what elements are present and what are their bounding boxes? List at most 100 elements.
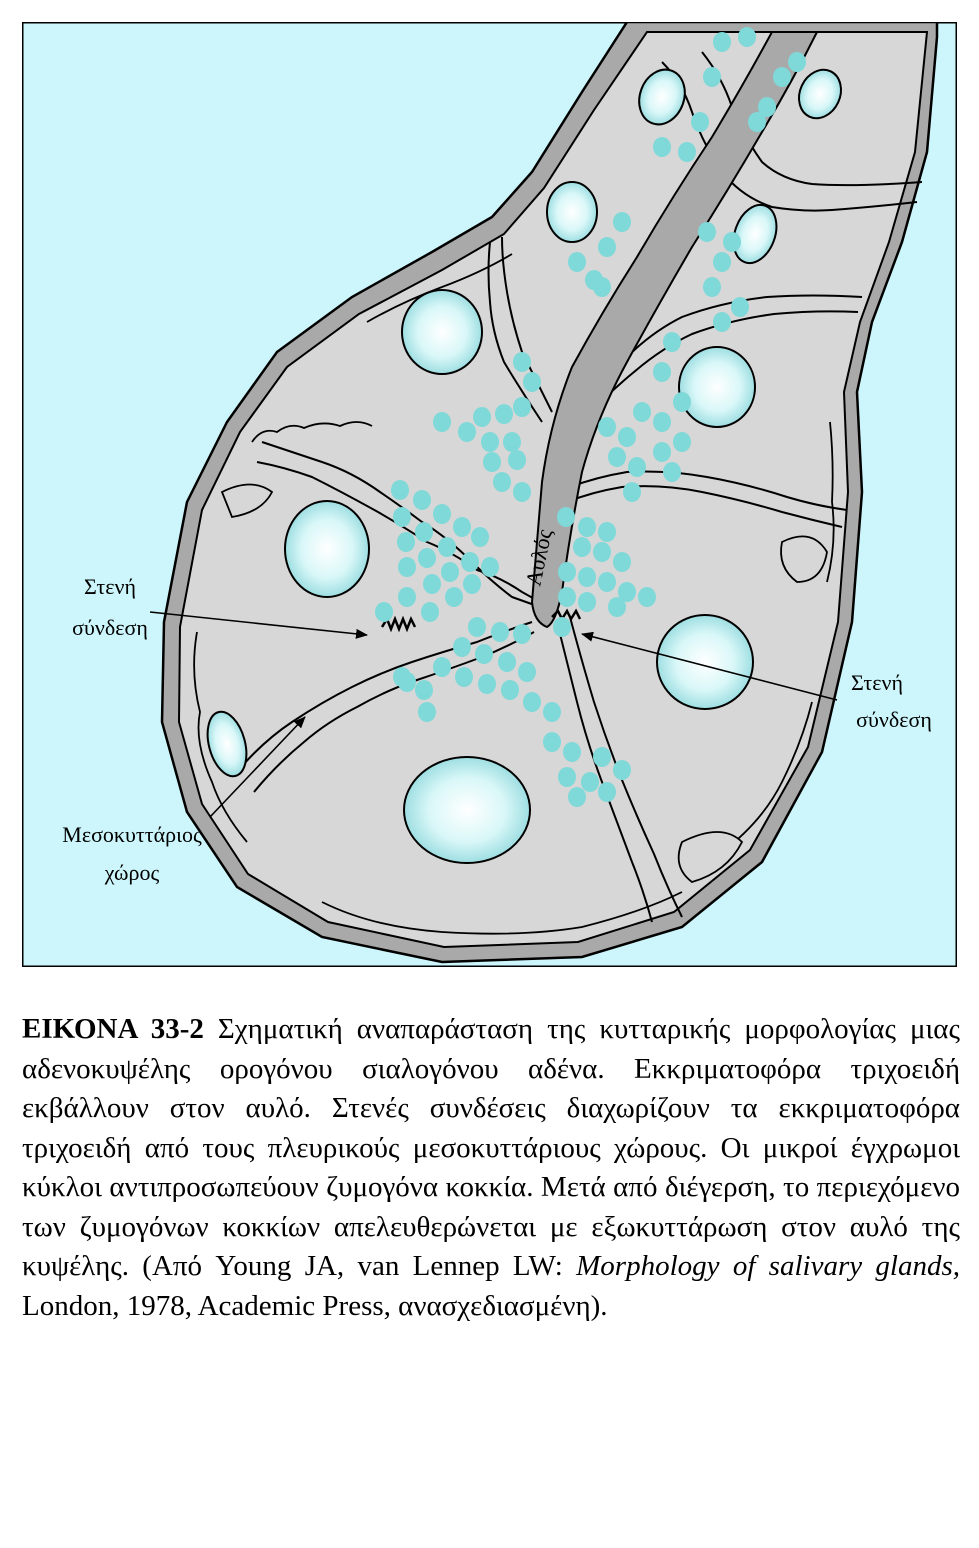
zymogen-granule [598, 522, 616, 542]
zymogen-granule [678, 142, 696, 162]
zymogen-granule [423, 574, 441, 594]
zymogen-granule [563, 742, 581, 762]
zymogen-granule [493, 472, 511, 492]
figure-number: ΕΙΚΟΝΑ 33-2 [22, 1013, 204, 1045]
zymogen-granule [478, 674, 496, 694]
zymogen-granule [455, 667, 473, 687]
zymogen-granule [475, 644, 493, 664]
zymogen-granule [453, 517, 471, 537]
basal-margin [721, 701, 813, 853]
zymogen-granule [553, 617, 571, 637]
cell-boundary [556, 621, 653, 923]
zymogen-granule [598, 417, 616, 437]
zymogen-granule [483, 452, 501, 472]
zymogen-granule [653, 362, 671, 382]
basal-margin [251, 421, 373, 443]
nucleus [403, 756, 531, 864]
cell-boundary [701, 51, 923, 187]
tight-junction-left-label-line1: Στενή [84, 574, 136, 599]
tight-junction-left-mark [380, 615, 417, 633]
zymogen-granule [415, 522, 433, 542]
arrow-tight-junction-left [149, 611, 368, 639]
arrow-tight-junction-right [581, 631, 838, 701]
zymogen-granule [513, 352, 531, 372]
zymogen-granule [713, 32, 731, 52]
zymogen-granule [773, 67, 791, 87]
zymogen-granule [703, 67, 721, 87]
zymogen-granule [508, 450, 526, 470]
zymogen-granule [653, 442, 671, 462]
zymogen-granule [653, 412, 671, 432]
zymogen-granule [713, 312, 731, 332]
tight-junction-right-label-line1: Στενή [851, 670, 903, 695]
zymogen-granule [598, 572, 616, 592]
zymogen-granule [558, 767, 576, 787]
cell-boundary [581, 310, 859, 423]
interstitial-pocket [220, 483, 274, 519]
zymogen-granule [397, 532, 415, 552]
cell-boundary [236, 621, 533, 773]
zymogen-granule [593, 747, 611, 767]
basal-margin [826, 421, 835, 583]
zymogen-granule [618, 582, 636, 602]
zymogen-granule [458, 422, 476, 442]
zymogen-granule [498, 652, 516, 672]
zymogen-granule [613, 212, 631, 232]
zymogen-granule [481, 557, 499, 577]
interstitial-pocket [677, 831, 744, 883]
nucleus [656, 614, 754, 710]
zymogen-granule [608, 447, 626, 467]
zymogen-granule [593, 277, 611, 297]
nucleus [284, 500, 370, 598]
zymogen-granule [578, 517, 596, 537]
basal-margin [193, 631, 248, 843]
zymogen-granule [398, 587, 416, 607]
zymogen-granule [581, 772, 599, 792]
acinus-figure: Αυλός Στενή σύνδεση Στενή σύνδεση Μεσοκυ… [22, 22, 957, 967]
nucleus [546, 181, 598, 243]
zymogen-granule [491, 622, 509, 642]
zymogen-granule [398, 672, 416, 692]
nucleus [798, 68, 842, 120]
zymogen-granule [558, 587, 576, 607]
basal-margin [321, 891, 683, 935]
zymogen-granule [618, 427, 636, 447]
nucleus [732, 203, 778, 265]
zymogen-granule [738, 27, 756, 47]
zymogen-granule [415, 680, 433, 700]
interstitial-pocket [780, 535, 828, 583]
zymogen-granule [438, 537, 456, 557]
cell-boundary [661, 61, 918, 212]
zymogen-granule [418, 702, 436, 722]
zymogen-granule [608, 597, 626, 617]
zymogen-granule [523, 692, 541, 712]
zymogen-granule [433, 412, 451, 432]
zymogen-granule [433, 657, 451, 677]
arrow-intercellular-space [209, 716, 306, 818]
zymogen-granule [453, 637, 471, 657]
zymogen-granule [543, 702, 561, 722]
zymogen-granule [663, 332, 681, 352]
zymogen-granule [461, 552, 479, 572]
cell-boundary [569, 470, 848, 511]
zymogen-granule [413, 490, 431, 510]
acinus-diagram: Αυλός Στενή σύνδεση Στενή σύνδεση Μεσοκυ… [22, 22, 957, 967]
zymogen-granule [558, 562, 576, 582]
caption-italic: Morphology of salivary glands, [576, 1250, 961, 1282]
nucleus [401, 289, 483, 375]
zymogen-granule [393, 507, 411, 527]
zymogen-granule [628, 457, 646, 477]
figure-caption: ΕΙΚΟΝΑ 33-2 Σχηματική αναπαράσταση της κ… [22, 1010, 960, 1326]
tight-junction-right-mark [551, 608, 582, 622]
zymogen-granule [391, 480, 409, 500]
zymogen-granule [748, 112, 766, 132]
zymogen-granule [713, 252, 731, 272]
zymogen-granule [593, 542, 611, 562]
zymogen-granule [501, 680, 519, 700]
zymogen-granule [613, 760, 631, 780]
zymogen-granule [513, 624, 531, 644]
zymogen-granule [433, 504, 451, 524]
zymogen-granule [598, 237, 616, 257]
zymogen-granule [613, 552, 631, 572]
zymogen-granule [481, 432, 499, 452]
